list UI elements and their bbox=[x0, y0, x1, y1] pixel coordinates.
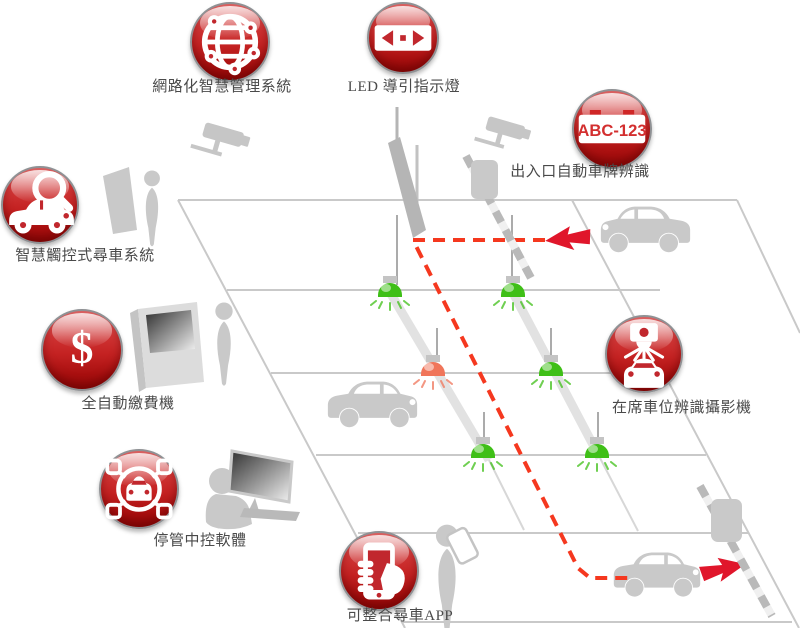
feature-label-car-locator: 智慧觸控式尋車系統 bbox=[15, 248, 155, 264]
exit-gate bbox=[696, 484, 776, 618]
occupancy-camera-icon bbox=[605, 315, 683, 393]
feature-label-led-guidance: LED 導引指示燈 bbox=[347, 79, 461, 95]
feature-label-network-management: 網路化智慧管理系統 bbox=[152, 79, 292, 95]
feature-label-plate-recognition: 出入口自動車牌辨識 bbox=[510, 164, 650, 180]
feature-label-car-finder-app: 可整合尋車APP bbox=[346, 608, 454, 624]
mobile-app-icon bbox=[339, 531, 419, 611]
led-sign-icon bbox=[367, 2, 439, 74]
central-control-icon bbox=[99, 449, 179, 529]
led-panel-silhouette bbox=[388, 107, 426, 238]
license-plate-icon: ABC-123 bbox=[572, 89, 652, 169]
parking-sensor bbox=[411, 353, 455, 395]
feature-label-occupancy-camera: 在席車位辨識攝影機 bbox=[612, 400, 752, 416]
person-with-phone-silhouette bbox=[435, 524, 479, 628]
entry-gate bbox=[462, 154, 535, 280]
parking-sensor bbox=[575, 435, 619, 477]
parking-sensor bbox=[368, 274, 412, 316]
parking-sensor bbox=[491, 274, 535, 316]
parking-sensor bbox=[529, 353, 573, 395]
car-search-icon bbox=[1, 166, 79, 244]
kiosk-silhouette bbox=[103, 167, 160, 247]
payment-kiosk-silhouette bbox=[130, 302, 233, 392]
guidance-path bbox=[409, 238, 628, 580]
exit-arrow bbox=[699, 557, 746, 582]
globe-network-icon bbox=[190, 2, 270, 82]
entry-arrow bbox=[545, 226, 591, 250]
feature-label-auto-pay: 全自動繳費機 bbox=[81, 396, 175, 412]
parking-lot-grid bbox=[177, 199, 800, 628]
dollar-sign: $ bbox=[70, 322, 94, 373]
cctv-camera-icon bbox=[190, 113, 532, 163]
feature-label-control-software: 停管中控軟體 bbox=[153, 533, 247, 549]
parking-sensor bbox=[461, 435, 505, 477]
payment-icon: $ bbox=[41, 309, 123, 391]
plate-text: ABC-123 bbox=[577, 121, 646, 140]
workstation-silhouette bbox=[205, 449, 300, 530]
